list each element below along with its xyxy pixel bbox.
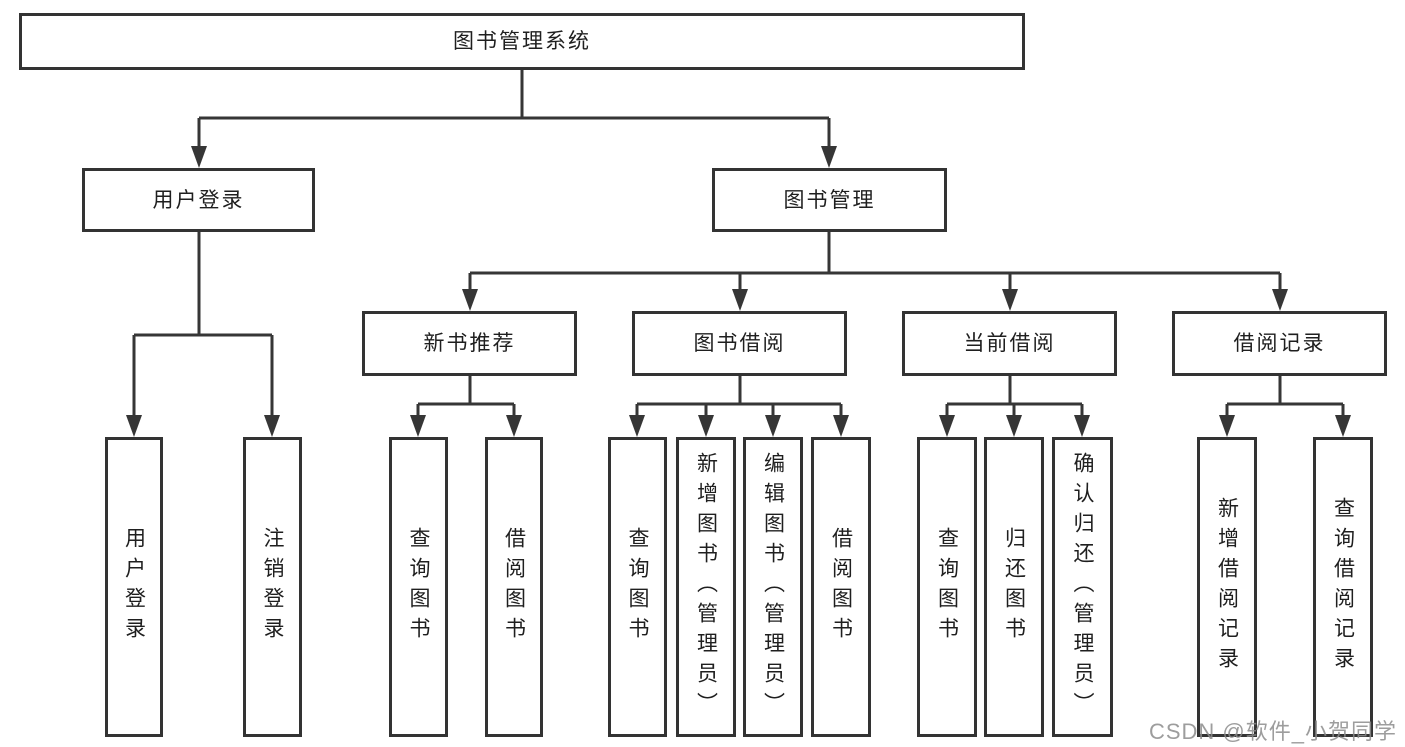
node-book-borrowing: 图书借阅 bbox=[632, 311, 847, 376]
leaf-edit-book-admin: 编辑图书（管理员） bbox=[743, 437, 803, 737]
node-library-management-system: 图书管理系统 bbox=[19, 13, 1025, 70]
leaf-query-borrow-record: 查询借阅记录 bbox=[1313, 437, 1373, 737]
node-current-borrowing: 当前借阅 bbox=[902, 311, 1117, 376]
leaf-query-books-borrow: 查询图书 bbox=[608, 437, 667, 737]
leaf-borrow-books: 借阅图书 bbox=[811, 437, 871, 737]
leaf-query-books-recommend: 查询图书 bbox=[389, 437, 448, 737]
leaf-confirm-return-admin: 确认归还（管理员） bbox=[1052, 437, 1113, 737]
leaf-user-login: 用户登录 bbox=[105, 437, 163, 737]
leaf-borrow-books-recommend: 借阅图书 bbox=[485, 437, 543, 737]
connector-path bbox=[132, 70, 1345, 417]
node-borrowing-records: 借阅记录 bbox=[1172, 311, 1387, 376]
csdn-watermark: CSDN @软件_小贺同学 bbox=[1148, 719, 1397, 744]
leaf-query-books-current: 查询图书 bbox=[917, 437, 977, 737]
leaf-add-book-admin: 新增图书（管理员） bbox=[676, 437, 736, 737]
leaf-return-book: 归还图书 bbox=[984, 437, 1044, 737]
node-new-book-recommendation: 新书推荐 bbox=[362, 311, 577, 376]
node-user-login: 用户登录 bbox=[82, 168, 315, 232]
leaf-add-borrow-record: 新增借阅记录 bbox=[1197, 437, 1257, 737]
leaf-logout: 注销登录 bbox=[243, 437, 302, 737]
node-book-management: 图书管理 bbox=[712, 168, 947, 232]
